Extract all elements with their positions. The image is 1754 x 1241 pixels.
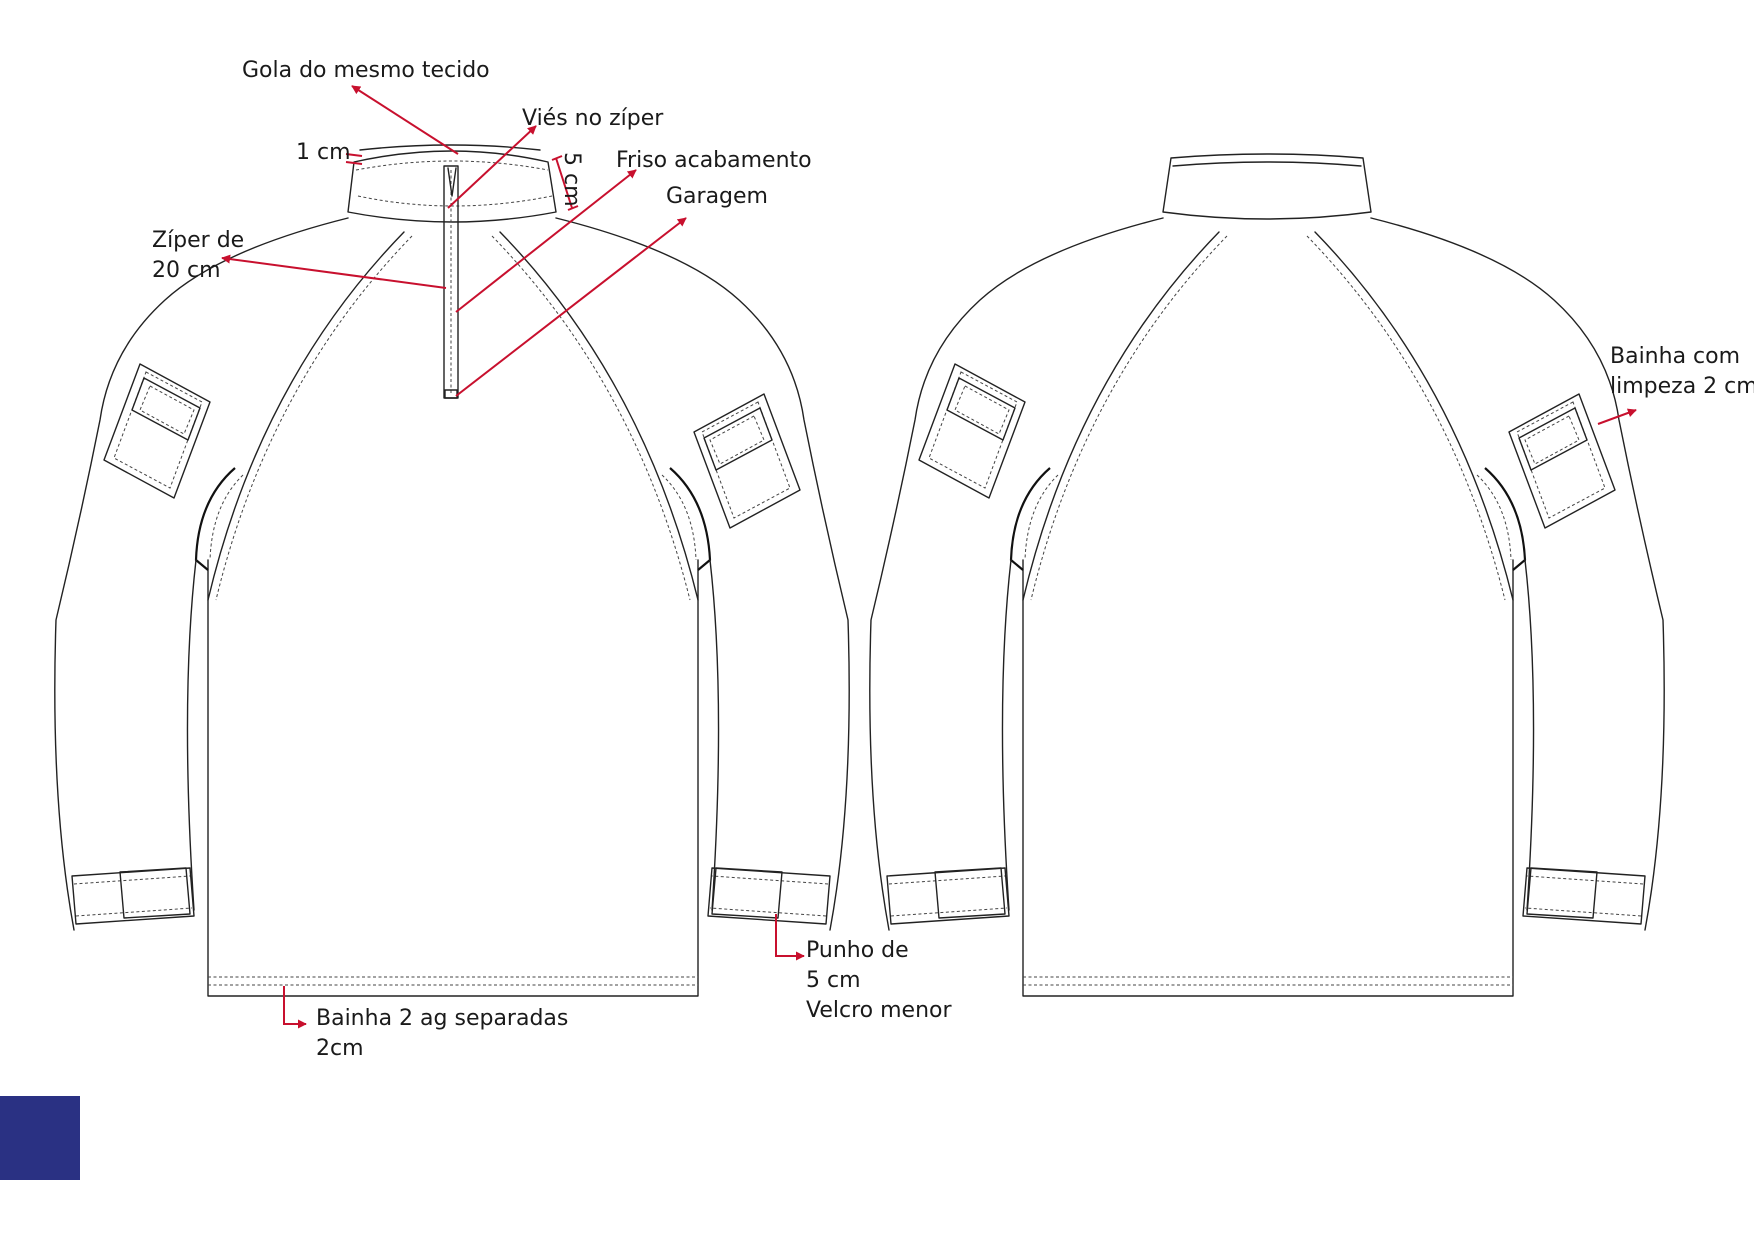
arrow-sleeve-hem <box>1597 408 1637 425</box>
arrow-zipper-length <box>221 254 447 289</box>
label-collar: Gola do mesmo tecido <box>242 58 490 83</box>
label-hem-1: Bainha 2 ag separadas <box>316 1006 569 1031</box>
label-collar-edge: 1 cm <box>296 140 351 165</box>
label-hem-2: 2cm <box>316 1036 364 1061</box>
label-zipper-length-2: 20 cm <box>152 258 221 283</box>
annotation-arrows <box>221 85 1637 1029</box>
label-cuff-2: 5 cm <box>806 968 861 993</box>
dimension-collar-height <box>551 155 579 211</box>
label-garage: Garagem <box>666 184 768 209</box>
label-zipper-bias: Viés no zíper <box>522 106 664 131</box>
corner-color-tab <box>0 1096 80 1180</box>
label-sleeve-hem-1: Bainha com <box>1610 344 1741 369</box>
front-view <box>53 144 851 998</box>
label-trim: Friso acabamento <box>616 148 812 173</box>
label-cuff-1: Punho de <box>806 938 909 963</box>
back-view <box>868 153 1666 998</box>
arrow-garage <box>455 217 687 397</box>
label-zipper-length-1: Zíper de <box>152 228 245 253</box>
arrow-collar <box>351 85 459 155</box>
arrow-cuff <box>775 914 805 961</box>
label-cuff-3: Velcro menor <box>806 998 952 1023</box>
label-sleeve-hem-2: limpeza 2 cm <box>1610 374 1754 399</box>
arrow-trim <box>455 169 637 313</box>
label-collar-height: 5 cm <box>559 152 584 207</box>
arrow-hem <box>283 986 307 1029</box>
arrow-zipper-bias <box>447 125 537 209</box>
dimension-collar-edge <box>345 153 363 165</box>
